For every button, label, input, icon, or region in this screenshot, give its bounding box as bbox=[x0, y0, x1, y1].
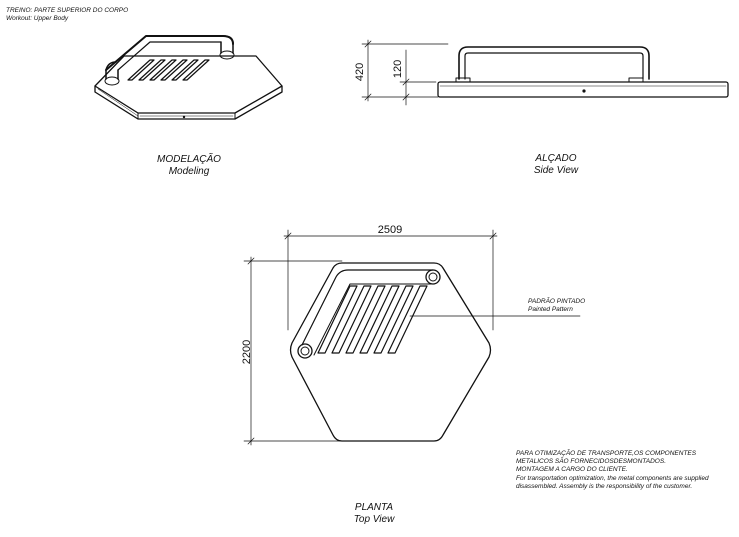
side-pull-up-bar bbox=[458, 46, 650, 80]
plan-painted-pattern bbox=[317, 285, 428, 354]
plan-dimension-width bbox=[283, 229, 498, 331]
modeling-pull-up-bar bbox=[105, 35, 234, 71]
side-view-caption: ALÇADO Side View bbox=[534, 153, 578, 177]
side-dimension-bar bbox=[399, 49, 437, 106]
modeling-view bbox=[94, 35, 283, 120]
side-view-caption-title: ALÇADO bbox=[535, 153, 577, 164]
modeling-caption: MODELAÇÃO Modeling bbox=[157, 154, 221, 178]
side-view: 420 120 bbox=[354, 39, 729, 106]
note-line-5: disassembled. Assembly is the responsibi… bbox=[516, 482, 693, 490]
top-view-caption-title: PLANTA bbox=[354, 502, 394, 513]
note-line-4: For transportation optimization, the met… bbox=[516, 474, 709, 482]
side-view-caption-subtitle: Side View bbox=[533, 165, 579, 176]
plan-pull-up-bar bbox=[301, 269, 434, 346]
modeling-post-left bbox=[104, 76, 120, 86]
plan-dimension-depth bbox=[243, 256, 343, 446]
modeling-slab-edge bbox=[94, 85, 283, 120]
plan-post-right bbox=[425, 269, 441, 285]
plan-view: 2509 2200 bbox=[241, 224, 581, 446]
side-dimension-bar-label: 120 bbox=[392, 60, 404, 78]
drawing-header: TREINO: PARTE SUPERIOR DO CORPO Workout:… bbox=[6, 7, 128, 23]
modeling-caption-subtitle: Modeling bbox=[168, 166, 210, 177]
side-drain-hole bbox=[582, 89, 586, 93]
assembly-note: PARA OTIMIZAÇÃO DE TRANSPORTE,OS COMPONE… bbox=[516, 450, 716, 491]
plan-dimension-width-label: 2509 bbox=[378, 224, 402, 236]
callout-title: PADRÃO PINTADO bbox=[528, 298, 586, 305]
painted-pattern-callout: PADRÃO PINTADO Painted Pattern bbox=[528, 298, 585, 314]
modeling-post-right bbox=[219, 50, 235, 60]
header-subtitle: Workout: Upper Body bbox=[6, 15, 69, 22]
modeling-drain-hole bbox=[182, 115, 186, 119]
side-dimension-total bbox=[361, 39, 449, 102]
modeling-caption-title: MODELAÇÃO bbox=[157, 154, 221, 165]
side-slab bbox=[437, 81, 729, 98]
top-view-caption-subtitle: Top View bbox=[353, 514, 395, 525]
plan-post-left bbox=[297, 343, 313, 359]
note-line-3: MONTAGEM A CARGO DO CLIENTE. bbox=[516, 466, 628, 474]
header-title: TREINO: PARTE SUPERIOR DO CORPO bbox=[6, 7, 129, 14]
plan-dimension-depth-label: 2200 bbox=[241, 340, 253, 364]
side-dimension-total-label: 420 bbox=[354, 63, 366, 81]
top-view-caption: PLANTA Top View bbox=[354, 502, 395, 526]
note-line-2: METALICOS SÃO FORNECIDOSDESMONTADOS. bbox=[516, 458, 666, 466]
callout-subtitle: Painted Pattern bbox=[528, 306, 573, 313]
modeling-painted-pattern bbox=[127, 59, 210, 81]
note-line-1: PARA OTIMIZAÇÃO DE TRANSPORTE,OS COMPONE… bbox=[516, 450, 697, 457]
plan-slab-outline bbox=[289, 262, 492, 442]
